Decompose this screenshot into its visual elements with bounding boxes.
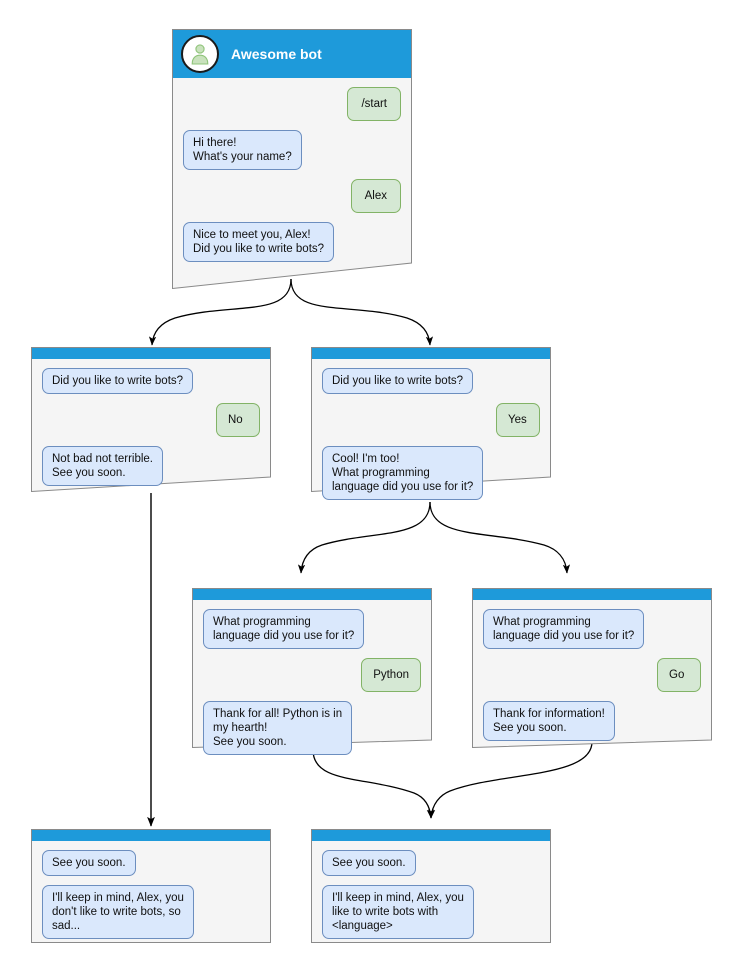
- edge-python-to-end-yes: [312, 749, 434, 819]
- node-root-header: Awesome bot: [173, 30, 411, 78]
- message-row: Nice to meet you, Alex! Did you like to …: [183, 222, 401, 262]
- node-branch-python-chat: What programming language did you use fo…: [193, 600, 431, 755]
- message-row: Cool! I'm too! What programming language…: [322, 446, 540, 500]
- node-branch-no[interactable]: Did you like to write bots? No Not bad n…: [31, 347, 271, 492]
- message-row: I'll keep in mind, Alex, you don't like …: [42, 885, 260, 939]
- message-row: Go: [483, 658, 701, 692]
- bot-message-bubble[interactable]: Not bad not terrible. See you soon.: [42, 446, 164, 486]
- node-root-chat: /start Hi there! What's your name? Alex …: [173, 78, 411, 262]
- edge-yes-to-go: [429, 501, 571, 574]
- message-row: No: [42, 403, 260, 437]
- user-message-bubble[interactable]: No: [216, 403, 260, 437]
- node-end-no[interactable]: See you soon. I'll keep in mind, Alex, y…: [31, 829, 271, 943]
- message-row: Thank for all! Python is in my hearth! S…: [203, 701, 421, 755]
- node-branch-yes-header: [312, 348, 550, 359]
- node-end-yes[interactable]: See you soon. I'll keep in mind, Alex, y…: [311, 829, 551, 943]
- bot-message-bubble[interactable]: Thank for all! Python is in my hearth! S…: [203, 701, 353, 755]
- node-end-yes-chat: See you soon. I'll keep in mind, Alex, y…: [312, 841, 550, 939]
- message-row: Hi there! What's your name?: [183, 130, 401, 170]
- message-row: What programming language did you use fo…: [203, 609, 421, 649]
- message-row: Not bad not terrible. See you soon.: [42, 446, 260, 486]
- message-row: See you soon.: [42, 850, 260, 876]
- edge-go-to-end-yes: [427, 741, 593, 819]
- user-message-bubble[interactable]: Alex: [350, 179, 401, 213]
- user-message-bubble[interactable]: /start: [347, 87, 401, 121]
- bot-message-bubble[interactable]: I'll keep in mind, Alex, you like to wri…: [322, 885, 474, 939]
- message-row: See you soon.: [322, 850, 540, 876]
- node-end-yes-header: [312, 830, 550, 841]
- bot-message-bubble[interactable]: I'll keep in mind, Alex, you don't like …: [42, 885, 194, 939]
- node-end-no-chat: See you soon. I'll keep in mind, Alex, y…: [32, 841, 270, 939]
- edge-yes-to-python: [297, 501, 431, 574]
- message-row: Did you like to write bots?: [322, 368, 540, 394]
- bot-message-bubble[interactable]: Nice to meet you, Alex! Did you like to …: [183, 222, 335, 262]
- bot-message-bubble[interactable]: Cool! I'm too! What programming language…: [322, 446, 484, 500]
- message-row: /start: [183, 87, 401, 121]
- bot-message-bubble[interactable]: Did you like to write bots?: [322, 368, 474, 394]
- node-branch-yes-chat: Did you like to write bots? Yes Cool! I'…: [312, 359, 550, 500]
- person-avatar-icon: [181, 35, 219, 73]
- message-row: Alex: [183, 179, 401, 213]
- node-root[interactable]: Awesome bot /start Hi there! What's your…: [172, 29, 412, 289]
- bot-message-bubble[interactable]: Thank for information! See you soon.: [483, 701, 615, 741]
- bot-message-bubble[interactable]: What programming language did you use fo…: [203, 609, 365, 649]
- message-row: I'll keep in mind, Alex, you like to wri…: [322, 885, 540, 939]
- message-row: Did you like to write bots?: [42, 368, 260, 394]
- bot-message-bubble[interactable]: Hi there! What's your name?: [183, 130, 302, 170]
- bot-message-bubble[interactable]: See you soon.: [42, 850, 136, 876]
- message-row: Thank for information! See you soon.: [483, 701, 701, 741]
- node-branch-go[interactable]: What programming language did you use fo…: [472, 588, 712, 748]
- node-branch-yes[interactable]: Did you like to write bots? Yes Cool! I'…: [311, 347, 551, 500]
- user-message-bubble[interactable]: Python: [361, 658, 421, 692]
- bot-message-bubble[interactable]: See you soon.: [322, 850, 416, 876]
- node-branch-go-header: [473, 589, 711, 600]
- node-branch-no-header: [32, 348, 270, 359]
- node-branch-python-header: [193, 589, 431, 600]
- node-branch-go-chat: What programming language did you use fo…: [473, 600, 711, 741]
- node-branch-python[interactable]: What programming language did you use fo…: [192, 588, 432, 755]
- message-row: Python: [203, 658, 421, 692]
- node-branch-no-chat: Did you like to write bots? No Not bad n…: [32, 359, 270, 486]
- bot-message-bubble[interactable]: Did you like to write bots?: [42, 368, 194, 394]
- user-message-bubble[interactable]: Go: [657, 658, 701, 692]
- bot-message-bubble[interactable]: What programming language did you use fo…: [483, 609, 645, 649]
- message-row: What programming language did you use fo…: [483, 609, 701, 649]
- message-row: Yes: [322, 403, 540, 437]
- node-end-no-header: [32, 830, 270, 841]
- user-message-bubble[interactable]: Yes: [496, 403, 540, 437]
- bot-title: Awesome bot: [231, 46, 322, 62]
